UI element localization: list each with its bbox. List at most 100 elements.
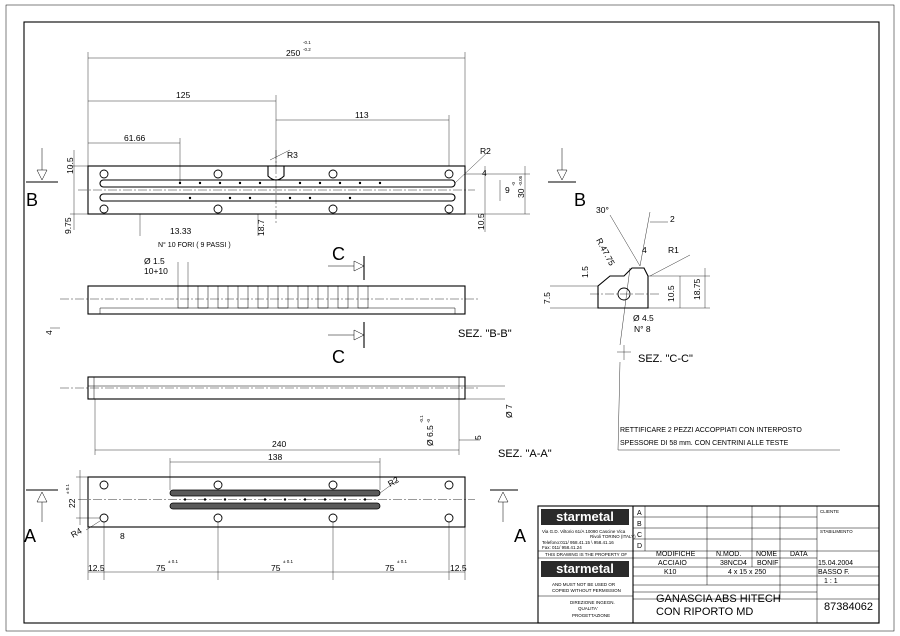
rev-a: A [637,510,642,517]
part-title-2: CON RIPORTO MD [656,606,753,618]
dim-18-75: 18.75 [692,278,702,300]
machining-note: RETTIFICARE 2 PEZZI ACCOPPIATI CON INTER… [617,361,840,451]
dim-75-b-tol: ± 0.1 [283,559,293,564]
dim-aa-5: 5 [473,435,483,440]
materiale: ACCIAIO [658,560,687,567]
dim-30-tol-upper: -0 [511,182,516,186]
bottom-view-body [87,476,466,528]
section-bb-view: Ø 1.5 10+10 4 SEZ. "B-B" [44,256,512,340]
tipo: 38NCD4 [720,560,747,567]
dim-cc-2: 2 [670,214,675,224]
section-aa-view: Ø 7 Ø 6.5 -0.1 -0 5 240 SEZ. "A-A" [60,376,552,460]
rev-c: C [637,532,642,539]
dim-phi-7: Ø 7 [504,404,514,418]
dim-r2: R2 [480,146,491,156]
label-b-right: B [574,190,586,210]
mount-hole [444,513,454,523]
col-nmod: N.MOD. [716,551,741,558]
mount-hole [99,513,109,523]
label-c-top: C [332,244,345,264]
dim-22-tol: ± 0.1 [65,484,70,494]
dim-r3: R3 [287,150,298,160]
address-1: Via G.D. Viltorio 61/A 10090 Cascine Vic… [542,529,626,534]
property-1: THIS DRAWING IS THE PROPERTY OF [545,552,627,557]
label-sez-aa: SEZ. "A-A" [498,448,552,460]
dim-phi-6-5: Ø 6.5 [425,425,435,446]
dim-phi-4-5: Ø 4.5 [633,313,654,323]
dim-13-33: 13.33 [170,226,192,236]
scala: 1 : 1 [824,578,838,585]
dimensioni: 4 x 15 x 250 [728,569,766,576]
rev-b: B [637,521,642,528]
outer-frame [5,4,895,632]
top-slot-lower [99,193,456,202]
durezza: K10 [664,569,677,576]
dim-n8: N° 8 [634,324,651,334]
note-line-2: SPESSORE DI 58 mm. CON CENTRINI ALLE TES… [620,440,789,447]
section-bb-body [87,285,466,315]
part-number: 87384062 [824,601,873,613]
dim-bb-4: 4 [44,330,54,335]
bottom-slot-upper [169,489,381,497]
dim-240: 240 [272,439,286,449]
mount-hole [444,204,454,214]
mount-hole [328,204,338,214]
logo-text-bottom: starmetal [556,561,614,576]
col-data: DATA [790,551,808,558]
address-2: Rivoli TORINO (ITALY) [590,534,636,539]
pin-array [177,285,369,309]
rev-d: D [637,543,642,550]
note-line-1: RETTIFICARE 2 PEZZI ACCOPPIATI CON INTER… [620,427,802,434]
dim-9: 9 [505,185,510,195]
dim-phi-6-5-tol-lower: -0 [426,419,431,423]
property-2: AND MUST NOT BE USED OR [552,582,616,587]
dim-250: 250 [286,48,300,58]
trattamento: BONIF [757,560,778,567]
col-nome: NOME [756,551,777,558]
logo-text-top: starmetal [556,509,614,524]
dim-4: 4 [482,168,487,178]
mount-hole [213,204,223,214]
dim-phi-6-5-tol-upper: -0.1 [419,415,424,423]
dim-250-tol-upper: -0.1 [303,40,311,45]
dim-30-tol-lower: -0.05 [518,175,523,186]
property-3: COPIED WITHOUT PERMISSION [552,588,621,593]
dim-75-a-tol: ± 0.1 [168,559,178,564]
mount-hole [99,204,109,214]
mount-hole [328,480,338,490]
title-block-frame [537,505,880,624]
mount-hole [99,480,109,490]
dim-10-plus-10: 10+10 [144,266,168,276]
dim-10-5-left: 10.5 [65,157,75,174]
mount-hole [328,513,338,523]
section-arrow-a-left: A [24,489,58,546]
inner-frame [23,21,880,624]
dim-250-tol-lower: -0.2 [303,47,311,52]
label-sez-bb: SEZ. "B-B" [458,328,512,340]
direzione: DIREZIONE INGEGN. [570,600,615,605]
dim-125: 125 [176,90,190,100]
section-cc-view: 30° 2 R.47.75 4 R1 1.5 7.5 10.5 18.75 Ø … [542,205,710,365]
data-value: 15.04.2004 [818,560,853,567]
holes-note: N° 10 FORI ( 9 PASSI ) [158,241,231,249]
top-slot-upper [99,179,456,188]
pin-dots-row [178,181,382,200]
dim-7-5: 7.5 [542,292,552,304]
dim-12-5-left: 12.5 [88,563,105,573]
disegnatore: BASSO F. [818,569,850,576]
col-modifiche: MODIFICHE [656,551,696,558]
progettazione: PROGETTAZIONE [572,613,610,618]
bottom-slot-lower [169,502,381,510]
dim-75-b: 75 [271,563,281,573]
label-c-bottom: C [332,347,345,367]
cliente-label: CLIENTE [820,509,839,514]
label-sez-cc: SEZ. "C-C" [638,353,693,365]
section-arrow-b-right: B [548,148,586,210]
dim-61-66: 61.66 [124,133,146,143]
label-a-right: A [514,526,526,546]
section-arrow-a-right: A [490,489,526,546]
dim-r4: R4 [69,526,84,540]
mount-hole [99,169,109,179]
company-logo-top [541,509,629,525]
